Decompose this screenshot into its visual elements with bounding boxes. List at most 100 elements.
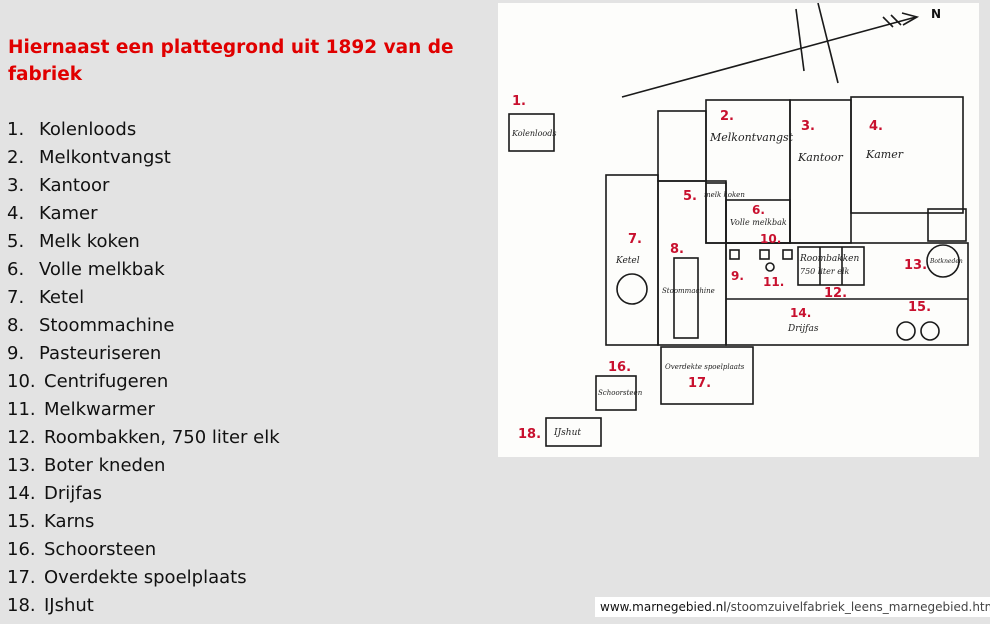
plan-number: 11. [763,275,784,289]
list-item: 4.Kamer [7,200,280,228]
handwritten-label: melk koken [704,191,745,199]
list-item: 7. Ketel [7,284,280,312]
item-label: Pasteuriseren [39,343,162,364]
item-label: Overdekte spoelplaats [44,567,247,588]
plan-number: 14. [790,306,811,320]
item-number: 1. [7,119,25,140]
item-number: 8. [7,315,25,336]
list-item: 1.Kolenloods [7,116,280,144]
item-label: Kantoor [39,175,110,196]
handwritten-label: IJshut [553,428,581,438]
handwritten-label: Kamer [865,148,904,161]
list-item: 10. Centrifugeren [7,368,280,396]
room-kamer [850,96,964,214]
equipment-warmer [765,262,775,272]
plan-number: 12. [824,286,847,301]
item-number: 17. [7,567,36,588]
item-number: 12. [7,427,36,448]
plan-number: 5. [683,189,697,204]
list-item: 8.Stoommachine [7,312,280,340]
handwritten-label: Roombakken [799,254,860,264]
floor-plan-drawing: N 1. 2. 3. 4. 5. 6. 7. 8. 9. 10. 11. 12.… [508,3,969,447]
handwritten-label: Botkneden [929,258,963,265]
roombakken-group [797,246,865,286]
item-label: Karns [44,511,95,532]
equipment-centrifuge [759,249,770,260]
room-kantoor [789,99,852,244]
item-number: 5. [7,231,25,252]
list-item: 18. IJshut [7,592,280,620]
item-label: Melkwarmer [44,399,155,420]
item-number: 2. [7,147,25,168]
item-number: 3. [7,175,25,196]
plan-number: 3. [801,119,815,134]
plan-number: 16. [608,360,631,375]
legend-list: 1.Kolenloods 2. Melkontvangst 3. Kantoor 4… [7,116,280,620]
list-item: 9. Pasteuriseren [7,340,280,368]
room-kolenloods [508,113,555,152]
item-number: 4. [7,203,25,224]
item-label: Melkontvangst [39,147,171,168]
plan-number: 18. [518,427,541,442]
url-host: www.marnegebied.nl [600,600,727,614]
room-spoelplaats [660,346,754,405]
plan-lines [508,3,969,447]
item-label: Volle melkbak [39,259,165,280]
url-path: /stoomzuivelfabriek_leens_marnegebied.ht… [726,600,990,614]
item-number: 7. [7,287,25,308]
handwritten-label: Volle melkbak [730,218,787,227]
list-item: 6. Volle melkbak [7,256,280,284]
item-number: 14. [7,483,36,504]
north-arrow [621,16,917,98]
ketel-circle [616,273,648,305]
compass-line [795,8,805,72]
wall [927,208,967,242]
handwritten-label: Ketel [615,256,640,266]
item-label: Ketel [39,287,85,308]
equipment-centrifuge [782,249,793,260]
item-label: Drijfas [44,483,103,504]
plan-number: 4. [869,119,883,134]
room-stoommachine [657,180,727,346]
plan-number: 7. [628,232,642,247]
handwritten-label: 750 liter elk [800,267,850,276]
equipment-pasteur [729,249,740,260]
handwritten-label: Melkontvangst [709,131,794,144]
handwritten-label: Overdekte spoelplaats [665,363,745,371]
north-arrow-feather [882,16,894,28]
north-arrowhead [901,12,920,26]
item-number: 6. [7,259,25,280]
list-item: 12.Roombakken, 750 liter elk [7,424,280,452]
karn-circle [920,321,940,341]
item-number: 9. [7,343,25,364]
plan-number: 9. [731,269,744,283]
list-item: 5. Melk koken [7,228,280,256]
plan-number: 15. [908,300,931,315]
item-number: 13. [7,455,36,476]
plan-number: 10. [760,232,781,246]
item-label: Melk koken [39,231,140,252]
schoorsteen-box [595,375,637,411]
plan-number: 2. [720,109,734,124]
plan-number: 1. [512,94,526,109]
machine-block [673,257,699,339]
item-number: 15. [7,511,36,532]
compass-line [817,3,839,84]
plan-number: 8. [670,242,684,257]
north-arrow-feather [890,14,902,26]
plan-number: 6. [752,203,765,217]
karn-circle [896,321,916,341]
item-label: Centrifugeren [44,371,169,392]
list-item: 15. Karns [7,508,280,536]
item-label: IJshut [44,595,94,616]
source-url: www.marnegebied.nl/stoomzuivelfabriek_le… [595,597,990,617]
item-number: 18. [7,595,36,616]
item-number: 10. [7,371,36,392]
handwritten-label: Stoommachine [662,287,715,295]
list-item: 14. Drijfas [7,480,280,508]
item-label: Boter kneden [44,455,166,476]
room-ijshut [545,417,602,447]
list-item: 16.Schoorsteen [7,536,280,564]
production-hall [725,242,969,346]
page-heading: Hiernaast een plattegrond uit 1892 van d… [8,37,454,85]
